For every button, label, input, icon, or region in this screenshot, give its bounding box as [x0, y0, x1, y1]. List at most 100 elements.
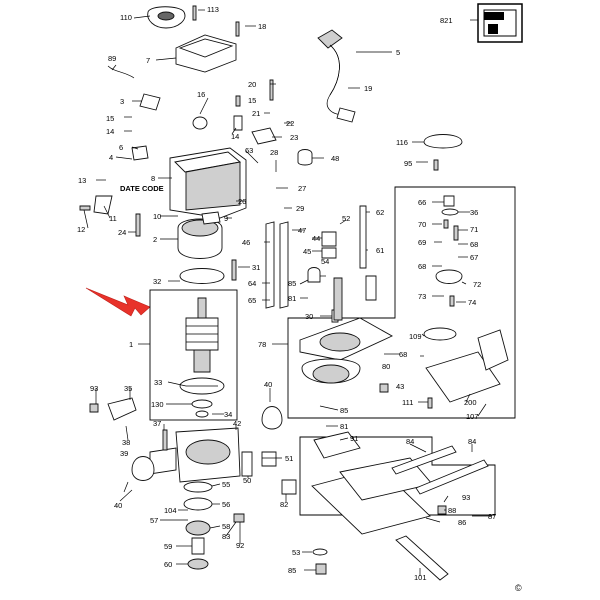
date-code-label: DATE CODE: [120, 184, 164, 193]
nut-85: [315, 563, 327, 575]
armature-group-box: [149, 289, 238, 421]
label-66: 66: [418, 198, 426, 207]
ring-109: [423, 327, 457, 341]
label-32: 32: [153, 277, 161, 286]
label-73: 73: [418, 292, 426, 301]
label-101: 101: [414, 573, 427, 582]
label-88: 88: [448, 506, 456, 515]
label-42: 42: [233, 419, 241, 428]
label-13: 13: [78, 176, 86, 185]
label-39: 39: [120, 449, 128, 458]
label-2: 2: [153, 235, 157, 244]
spanner-101: [395, 535, 449, 581]
label-87: 87: [488, 512, 496, 521]
label-93a: 93: [90, 384, 98, 393]
collar-55: [183, 481, 213, 493]
label-78: 78: [258, 340, 266, 349]
guide-group-frame: [299, 436, 496, 516]
ring-32: [179, 268, 225, 284]
label-58: 58: [222, 522, 230, 531]
label-11: 11: [109, 214, 117, 223]
label-28: 28: [270, 148, 278, 157]
label-200: 200: [464, 398, 477, 407]
label-67: 67: [470, 253, 478, 262]
label-91: 91: [350, 434, 358, 443]
spring-85: [307, 267, 321, 283]
knob-51: [261, 451, 277, 467]
red-arrow-icon: [85, 287, 151, 317]
label-57: 57: [150, 516, 158, 525]
screw-70: [443, 219, 449, 229]
field-coil-2: [177, 218, 223, 259]
clamp-35: [107, 397, 137, 421]
base-group-frame: [287, 186, 516, 419]
label-81b: 81: [340, 422, 348, 431]
bracket-4: [131, 145, 149, 161]
base-plate-80: [301, 358, 361, 384]
copyright: ©: [515, 583, 522, 593]
screw-71: [453, 225, 459, 241]
power-cord: [317, 29, 356, 123]
label-80: 80: [382, 362, 390, 371]
label-85a: 85: [288, 279, 296, 288]
label-16: 16: [197, 90, 205, 99]
label-34: 34: [224, 410, 232, 419]
label-71: 71: [470, 225, 478, 234]
bracket-11: [93, 195, 113, 215]
label-40b: 40: [114, 501, 122, 510]
label-15a: 15: [248, 96, 256, 105]
label-33: 33: [154, 378, 162, 387]
knob-48: [297, 149, 313, 166]
label-85c: 85: [288, 566, 296, 575]
base-plate-78: [299, 317, 393, 361]
label-45: 45: [303, 247, 311, 256]
label-92: 92: [236, 541, 244, 550]
callout-labels: 110 113 18 821 7 5 89 20 19 3 16 15 15 2…: [77, 5, 522, 593]
label-44: 44: [312, 234, 320, 243]
screw-95: [433, 159, 439, 171]
plate-50: [241, 451, 253, 477]
label-22: 22: [286, 119, 294, 128]
label-70: 70: [418, 220, 426, 229]
guard-39: [131, 456, 155, 481]
label-84a: 84: [406, 437, 414, 446]
label-68a: 68: [470, 240, 478, 249]
nut-58: [185, 520, 211, 536]
label-62: 62: [376, 208, 384, 217]
label-821: 821: [440, 16, 453, 25]
nut-60: [187, 558, 209, 570]
label-68b: 68: [418, 262, 426, 271]
label-43: 43: [396, 382, 404, 391]
label-29: 29: [296, 204, 304, 213]
leader-lines: [83, 9, 492, 576]
label-107: 107: [466, 412, 479, 421]
turret-72: [435, 269, 463, 284]
flange-116: [423, 134, 463, 149]
label-50: 50: [243, 476, 251, 485]
label-40a: 40: [264, 380, 272, 389]
label-53: 53: [292, 548, 300, 557]
label-20: 20: [248, 80, 256, 89]
label-3: 3: [120, 97, 124, 106]
label-38: 38: [122, 438, 130, 447]
brush-14: [233, 115, 243, 131]
label-55: 55: [222, 480, 230, 489]
label-69: 69: [418, 238, 426, 247]
rod-84a: [391, 445, 457, 475]
label-61: 61: [376, 246, 384, 255]
label-36: 36: [470, 208, 478, 217]
bolt-31: [231, 259, 237, 281]
label-48: 48: [331, 154, 339, 163]
label-64: 64: [248, 279, 256, 288]
label-46: 46: [242, 238, 250, 247]
collet-59: [191, 537, 205, 555]
label-14b: 14: [231, 132, 239, 141]
knob-82: [281, 479, 297, 495]
coil-9: [201, 211, 221, 225]
label-31: 31: [252, 263, 260, 272]
screw-24: [135, 213, 141, 237]
label-104: 104: [164, 506, 177, 515]
label-52: 52: [342, 214, 350, 223]
label-19: 19: [364, 84, 372, 93]
